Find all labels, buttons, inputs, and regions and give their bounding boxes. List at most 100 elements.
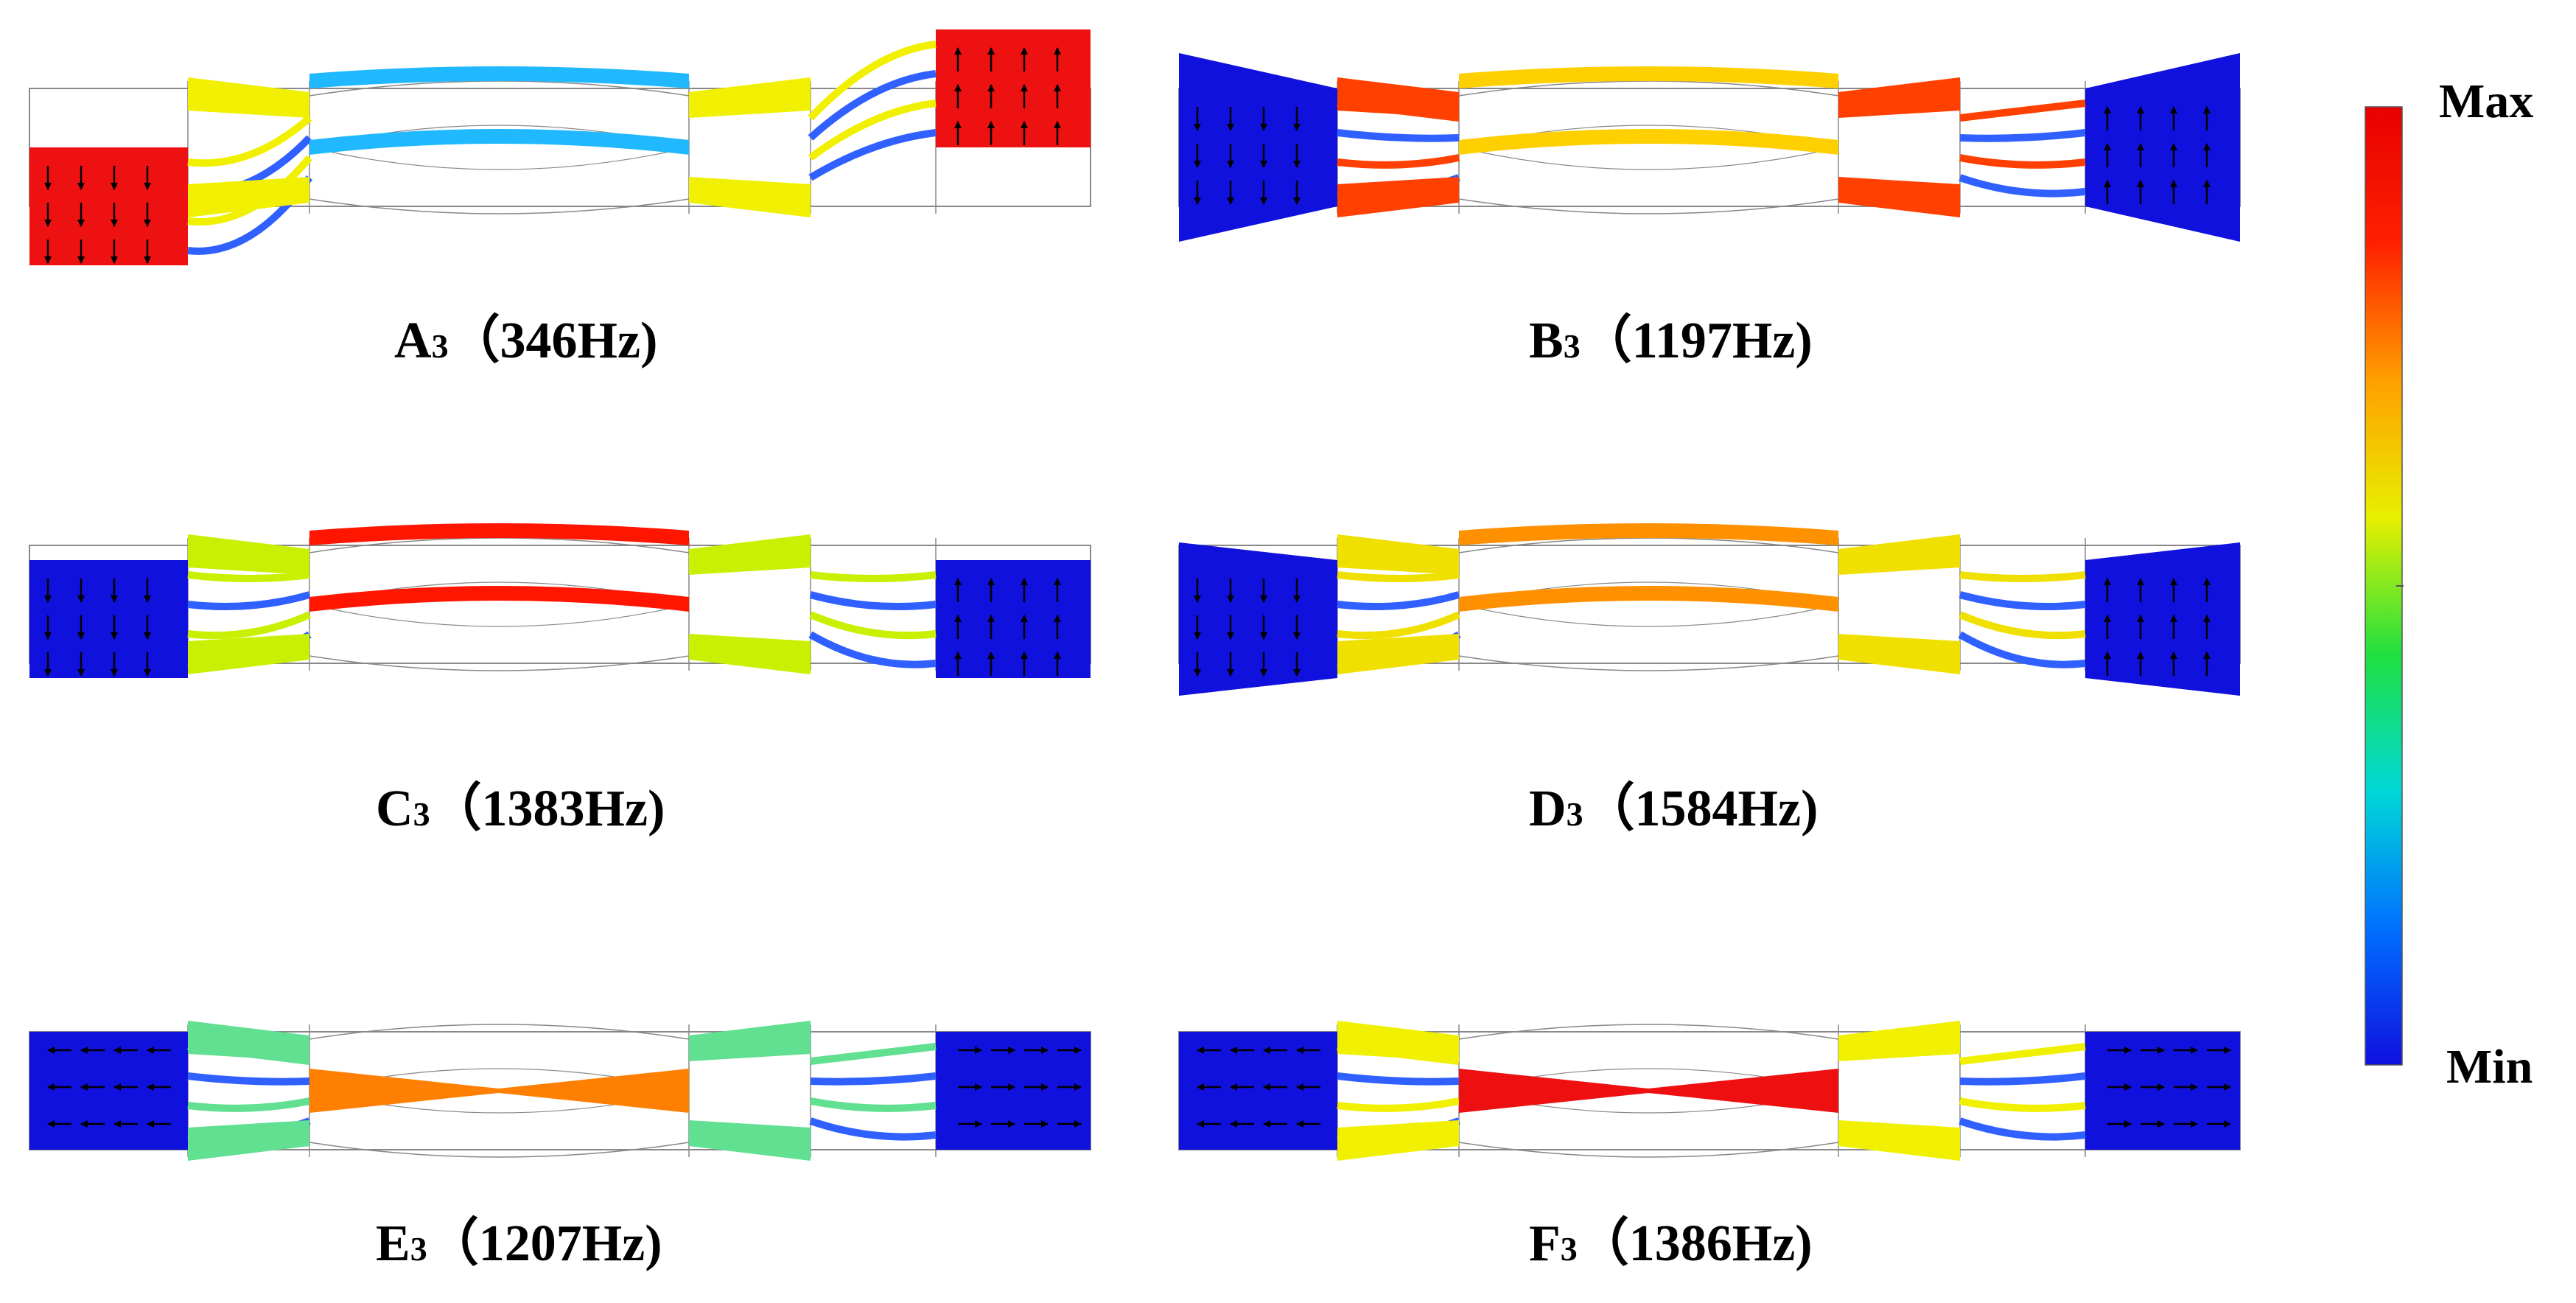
flexure-right [1958, 631, 2086, 668]
wing-plate-lower-left [188, 634, 309, 674]
wing-plate-upper-right [689, 1021, 811, 1061]
wing-plate-upper-right [689, 77, 811, 118]
flexure-left [1337, 1097, 1460, 1112]
beam-outline [309, 655, 690, 671]
colorbar-min-label: Min [2446, 1040, 2533, 1094]
flexure-right [1959, 174, 2086, 198]
flexure-left [187, 1097, 310, 1112]
flexure-right [808, 99, 937, 161]
beam-outline [309, 1142, 690, 1158]
flexure-right [1959, 1043, 2086, 1065]
flexure-right [809, 1117, 937, 1141]
wing-plate-upper-left [188, 77, 309, 118]
beam-outline [309, 1024, 690, 1040]
flexure-left [1337, 591, 1460, 611]
caption-b3: B3（1197Hz) [1529, 312, 1813, 369]
left-end-mass [29, 147, 188, 265]
beam-outline [1458, 1142, 1839, 1158]
right-end-mass [2085, 1032, 2240, 1150]
flexure-right [808, 129, 937, 181]
beam-outline [1458, 655, 1839, 671]
flexure-left [1337, 611, 1461, 640]
mode-panel-d3 [1178, 523, 2241, 696]
right-end-mass [936, 29, 1091, 147]
flexure-left [1337, 129, 1460, 142]
central-beam [1459, 1069, 1838, 1113]
beam-outline [1458, 147, 1839, 170]
flexure-right [1959, 129, 2086, 142]
beam-outline [309, 537, 690, 553]
wing-plate-lower-right [689, 177, 811, 217]
flexure-right [808, 631, 937, 668]
beam-outline [1458, 1024, 1839, 1040]
flexure-left [187, 115, 312, 167]
central-beam [309, 1069, 689, 1113]
mode-panel-e3 [29, 1021, 1091, 1161]
flexure-left [187, 591, 311, 611]
flexure-right [809, 591, 937, 611]
flexure-right [1959, 591, 2086, 611]
flexure-right [1959, 1072, 2086, 1086]
beam-outline [309, 198, 690, 214]
caption-d3: D3（1584Hz) [1529, 780, 1819, 837]
beam-outline [1458, 198, 1839, 214]
beam-outline [309, 147, 690, 170]
wing-plate-lower-right [689, 634, 811, 674]
wing-plate-upper-right [689, 534, 811, 575]
wing-plate-upper-left [1337, 534, 1459, 575]
beam-outline [1458, 604, 1839, 627]
wing-plate-lower-right [1838, 177, 1960, 217]
central-beam-lower [1459, 129, 1838, 155]
flexure-right [808, 70, 937, 141]
mode-panel-a3 [29, 29, 1091, 265]
wing-plate-lower-left [1337, 634, 1459, 674]
right-end-mass [2085, 542, 2240, 696]
central-beam-upper [309, 523, 689, 545]
wing-plate-lower-left [188, 1120, 309, 1161]
beam-outline [309, 80, 690, 97]
central-beam-upper [1459, 523, 1838, 545]
right-end-mass [936, 1032, 1091, 1150]
central-beam-upper [309, 66, 689, 88]
wing-plate-upper-left [1337, 1021, 1459, 1061]
central-beam-lower [309, 586, 689, 612]
mode-panel-f3 [1178, 1021, 2241, 1161]
wing-plate-lower-right [1838, 1120, 1960, 1161]
flexure-left [1337, 154, 1460, 169]
flexure-right [1959, 154, 2086, 169]
flexure-right [808, 41, 937, 121]
flexure-right [1959, 611, 2086, 640]
flexure-left [187, 571, 310, 582]
colorbar-max-label: Max [2439, 74, 2534, 128]
flexure-left [187, 611, 312, 640]
right-end-mass [936, 560, 1091, 678]
flexure-right [810, 1072, 937, 1086]
flexure-right [810, 1043, 937, 1065]
wing-plate-upper-right [1838, 1021, 1960, 1061]
caption-e3: E3（1207Hz) [376, 1215, 662, 1272]
flexure-right [810, 1097, 937, 1112]
flexure-left [1337, 1072, 1460, 1086]
beam-outline [1458, 537, 1839, 553]
flexure-right [810, 571, 937, 582]
wing-plate-lower-left [1337, 1120, 1459, 1161]
left-end-mass [29, 560, 188, 678]
wing-plate-lower-left [188, 177, 309, 217]
right-end-mass [2085, 53, 2240, 242]
flexure-right [1959, 1117, 2086, 1141]
mode-panel-b3 [1178, 53, 2241, 242]
beam-outline [1458, 80, 1839, 97]
wing-plate-lower-right [1838, 634, 1960, 674]
wing-plate-upper-right [1838, 77, 1960, 118]
flexure-right [1959, 99, 2086, 122]
central-beam-lower [1459, 586, 1838, 612]
wing-plate-upper-left [188, 534, 309, 575]
caption-f3: F3（1386Hz) [1529, 1215, 1813, 1272]
mode-panel-c3 [29, 523, 1091, 678]
flexure-left [187, 1072, 310, 1086]
wing-plate-lower-right [689, 1120, 811, 1161]
flexure-right [809, 611, 937, 640]
central-beam-upper [1459, 66, 1838, 88]
wing-plate-upper-left [188, 1021, 309, 1061]
wing-plate-upper-right [1838, 534, 1960, 575]
